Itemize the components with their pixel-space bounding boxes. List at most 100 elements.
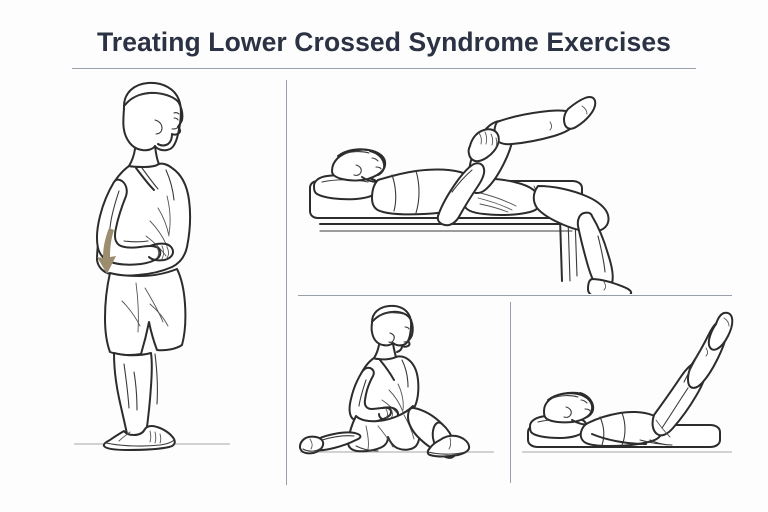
- near-leg: [113, 352, 153, 438]
- back-shoe-sole: [302, 447, 322, 452]
- header: Treating Lower Crossed Syndrome Exercise…: [0, 0, 768, 72]
- shirt-strap: [379, 359, 395, 381]
- finger-1: [385, 408, 388, 419]
- shirt-strap-back: [135, 167, 155, 191]
- finger-3: [490, 133, 494, 146]
- toe-detail: [723, 317, 730, 327]
- hairline: [337, 148, 369, 157]
- face-profile: [369, 150, 386, 176]
- finger-1: [156, 246, 159, 259]
- pelvic-tilt-arrow-icon: [97, 228, 116, 274]
- neck-back: [373, 344, 380, 359]
- panel-standing-pelvic-tilt: [62, 76, 286, 486]
- shirt-armhole: [401, 359, 409, 388]
- eye: [371, 157, 379, 162]
- face-profile: [396, 319, 414, 353]
- shorts: [347, 405, 421, 453]
- shirt-fold-2: [388, 389, 404, 413]
- front-shoe: [426, 434, 471, 458]
- table-leg-inner: [567, 217, 571, 282]
- far-leg-shin-hint: [683, 347, 703, 383]
- finger-2: [484, 131, 488, 145]
- back-shoe-detail: [309, 438, 313, 450]
- finger-4: [495, 137, 498, 148]
- title-underline-rule: [72, 68, 696, 69]
- finger-1: [478, 132, 482, 145]
- shirt-strap-inner: [141, 167, 159, 190]
- hair-detail: [377, 312, 405, 317]
- hair-detail: [131, 92, 169, 99]
- far-leg-thigh-hint: [661, 387, 689, 429]
- illustration-kneeling-lunge: [298, 304, 494, 459]
- hip-contact-line: [649, 439, 673, 446]
- neck-front: [154, 145, 160, 165]
- hanging-foot: [587, 278, 633, 294]
- arm-forearm: [436, 162, 486, 227]
- toe-detail: [581, 105, 588, 115]
- hanging-ankle-detail: [603, 281, 606, 291]
- illustration-supine-table-stretch: [309, 96, 633, 294]
- divider-vertical-main: [286, 80, 287, 485]
- hand-grasp: [467, 128, 500, 163]
- far-leg-hint: [154, 353, 158, 405]
- hand-on-hip: [148, 242, 174, 262]
- shoe: [102, 424, 176, 451]
- shorts-fold-1: [365, 425, 369, 450]
- shoe-collar: [118, 431, 131, 442]
- ankle-detail: [549, 121, 552, 131]
- shorts-fold-3: [479, 203, 509, 213]
- near-arm: [95, 178, 162, 266]
- shoe-lace-1: [149, 430, 152, 443]
- leg-shading-1: [123, 363, 130, 409]
- arm-inner-line: [358, 379, 367, 407]
- arm-inner-line: [451, 169, 473, 193]
- mouth: [375, 166, 382, 170]
- ear: [154, 119, 163, 135]
- leg-shading-2: [133, 371, 138, 411]
- thigh-crease: [655, 419, 671, 438]
- mouth: [403, 340, 409, 343]
- shorts-fold-2: [377, 425, 394, 448]
- shorts: [104, 268, 187, 357]
- ear: [353, 164, 362, 176]
- panel-kneeling-lunge-stretch: [294, 300, 510, 486]
- mouth: [584, 408, 591, 412]
- arm-inner-line: [109, 190, 120, 229]
- shorts-fold-2: [144, 287, 164, 323]
- panel-supine-table-stretch: [292, 76, 742, 294]
- neck-front: [392, 343, 397, 358]
- eye: [404, 326, 410, 330]
- knee-ground-contact: [355, 445, 379, 452]
- shoe-lace-3: [159, 433, 162, 444]
- page-title: Treating Lower Crossed Syndrome Exercise…: [96, 27, 672, 57]
- panel-supine-knees-raised: [514, 300, 742, 486]
- shoe-sole: [105, 439, 175, 447]
- divider-vertical-lower: [510, 302, 511, 483]
- shirt-fold-1: [166, 195, 171, 235]
- face-profile: [579, 392, 595, 418]
- shorts-fold-1: [135, 282, 139, 333]
- eyebrow: [173, 112, 180, 115]
- forearm-line: [123, 240, 149, 243]
- shirt-fold-2: [157, 207, 170, 237]
- shirt-armhole: [165, 169, 175, 201]
- finger-3: [166, 246, 169, 259]
- front-shoe-sole: [427, 450, 469, 455]
- shorts-fold-3: [121, 300, 141, 327]
- shirt-fold-2: [415, 170, 420, 214]
- illustration-supine-knees-raised: [522, 311, 734, 453]
- shirt-fold-4: [145, 235, 167, 257]
- divider-horizontal-lower: [298, 295, 732, 296]
- back-shoe: [298, 435, 325, 455]
- shirt-fold-1: [599, 416, 605, 446]
- shorts-fold-2: [477, 197, 513, 211]
- eye: [580, 399, 588, 404]
- hairline: [547, 391, 579, 401]
- ear: [563, 406, 572, 418]
- mouth: [171, 127, 178, 130]
- hair-detail: [343, 151, 370, 155]
- raised-foot: [707, 311, 734, 351]
- illustration-standing-pelvic-tilt: [74, 81, 230, 451]
- neck-back: [128, 148, 136, 167]
